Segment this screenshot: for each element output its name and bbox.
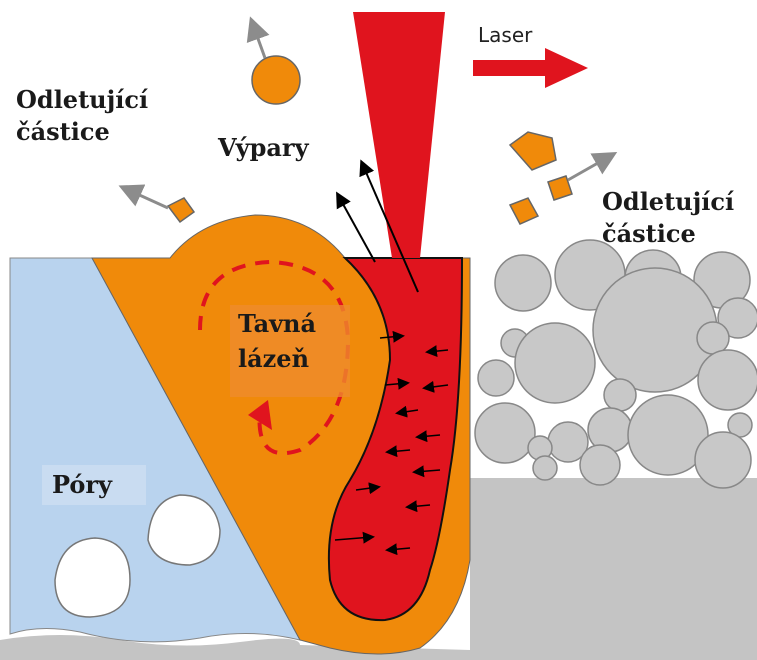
gray-arrow-icon xyxy=(124,188,168,208)
spatter-particle-left xyxy=(168,198,194,222)
melt-pool-label-line1: Tavná xyxy=(238,309,316,338)
laser-label: Laser xyxy=(478,23,533,47)
right-arrow-icon xyxy=(473,48,588,88)
powder-bed xyxy=(475,240,757,488)
gray-arrow-icon xyxy=(252,22,265,58)
spatter-left-label-line2: částice xyxy=(16,117,110,146)
laser-beam xyxy=(353,12,445,258)
melt-pool-label-line2: lázeň xyxy=(238,344,309,373)
gray-arrow-icon xyxy=(568,155,612,180)
vapor-label: Výpary xyxy=(217,133,310,162)
spatter-particles-right xyxy=(510,132,572,224)
spatter-right-label-line2: částice xyxy=(602,219,696,248)
spatter-right-label-line1: Odletující xyxy=(602,187,734,216)
vapor-particle xyxy=(252,56,300,104)
spatter-left-label-line1: Odletující xyxy=(16,85,148,114)
pores-label: Póry xyxy=(52,470,113,499)
